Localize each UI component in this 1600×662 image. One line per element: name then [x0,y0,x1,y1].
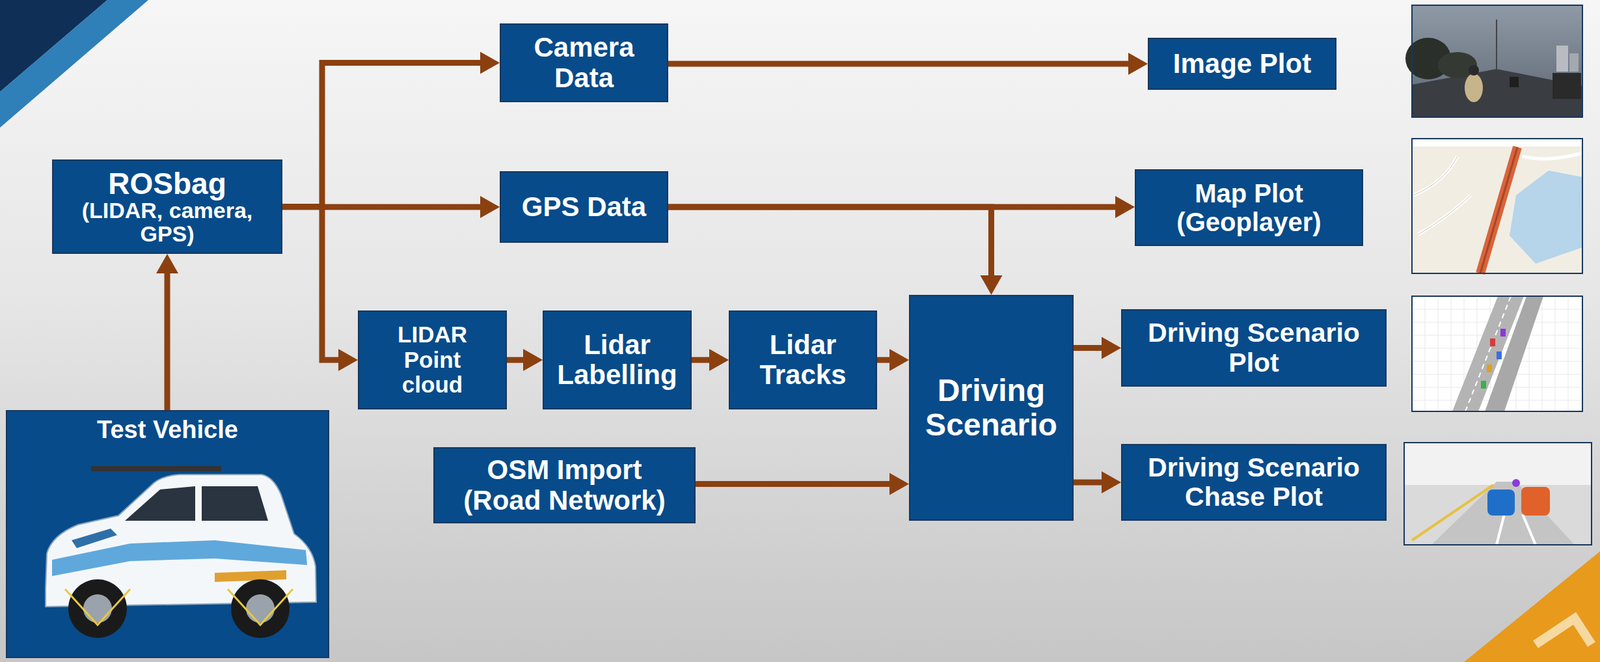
arrow-head [1101,471,1122,494]
flow-arrow [1073,471,1122,494]
text-group: Lidar Labelling [552,329,683,390]
scenario-thumbnail [1411,296,1583,412]
process-box: Camera Data [499,23,669,103]
text-group: Driving Scenario Chase Plot [1133,452,1375,512]
flow-arrow [506,348,543,371]
flow-line [877,357,891,364]
box-label: Map Plot (Geoplayer) [1151,178,1347,237]
flow-arrow [668,206,1003,295]
arrow-head [480,52,500,75]
flow-line [668,206,992,277]
flow-arrow [1073,337,1122,360]
box-label: Lidar Tracks [737,329,868,390]
flow-line [164,271,171,410]
text-group: Image Plot [1173,48,1312,79]
process-box: LIDAR Point cloud [357,310,507,410]
text-group: Driving Scenario [918,373,1065,443]
flow-arrow [282,52,500,207]
box-label: GPS Data [521,191,647,222]
arrow-head [1128,52,1148,75]
arrow-head [889,473,909,496]
arrow-head [980,275,1003,295]
text-group: LIDAR Point cloud [390,322,475,398]
flow-line [282,206,340,361]
vehicle-illustration [5,409,330,658]
text-group: Lidar Tracks [737,329,868,390]
arrow-head [480,195,500,218]
flow-arrow [691,348,729,371]
process-box: Driving Scenario Chase Plot [1121,443,1387,521]
process-box: ROSbag(LIDAR, camera, GPS) [52,159,283,254]
flow-line [282,63,482,207]
flow-line [695,480,891,487]
text-group: ROSbag(LIDAR, camera, GPS) [69,167,265,246]
arrow-head [156,253,179,274]
box-label: Driving Scenario Plot [1133,318,1375,377]
box-label: Image Plot [1173,48,1312,79]
flow-line [1073,344,1103,351]
process-box: Image Plot [1147,37,1337,90]
box-label: Camera Data [519,32,650,93]
box-label: OSM Import (Road Network) [454,454,676,515]
arrow-head [523,348,543,371]
process-box: Driving Scenario Plot [1121,309,1387,387]
flow-line [506,357,525,364]
box-label: Driving Scenario Chase Plot [1133,452,1375,512]
vehicle-panel: Test Vehicle [5,409,330,658]
map-thumbnail [1411,138,1583,274]
arrow-head [889,348,909,371]
box-sublabel: (LIDAR, camera, GPS) [69,199,265,246]
text-group: Camera Data [519,32,650,93]
flow-arrow [156,253,179,410]
flow-arrow [668,52,1148,75]
text-group: Map Plot (Geoplayer) [1151,178,1347,237]
flow-line [1073,479,1103,486]
process-box: Lidar Labelling [542,310,692,410]
text-group: Driving Scenario Plot [1133,318,1375,377]
arrow-head [338,348,358,371]
arrow-head [1115,195,1135,218]
text-group: OSM Import (Road Network) [454,454,676,515]
process-box: Lidar Tracks [728,310,878,410]
flow-line [668,61,1130,68]
arrow-head [709,348,729,371]
box-label: ROSbag [108,167,226,200]
text-group: Test Vehicle [96,416,239,444]
flow-arrow [282,206,358,372]
process-box: Map Plot (Geoplayer) [1134,169,1364,246]
box-label: Driving Scenario [918,373,1065,443]
flow-arrow [695,473,909,496]
camera-thumbnail [1405,5,1583,118]
process-box: GPS Data [499,171,669,243]
flow-arrow [877,348,909,371]
arrow-head [1101,337,1122,360]
process-box: Driving Scenario [908,294,1074,521]
box-label: Test Vehicle [96,416,239,444]
process-box: OSM Import (Road Network) [433,447,696,524]
box-label: LIDAR Point cloud [390,322,475,398]
flow-line [691,357,711,364]
box-label: Lidar Labelling [552,329,683,390]
text-group: GPS Data [521,191,647,222]
chase-thumbnail [1404,442,1592,545]
